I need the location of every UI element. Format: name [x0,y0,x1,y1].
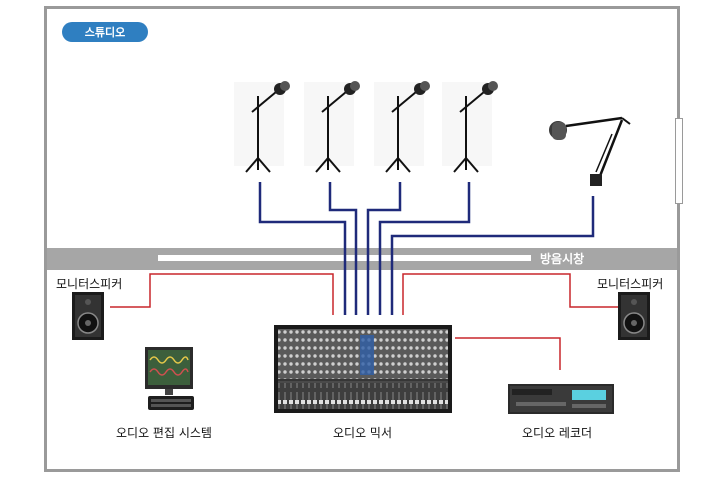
recorder-label: 오디오 레코더 [522,426,593,440]
studio-badge: 스튜디오 [62,22,148,42]
monitor-left-label: 모니터스피커 [56,277,123,291]
mic-cable-3 [366,182,402,315]
mic-stand-2 [304,81,360,173]
mic-cable-1 [258,182,347,315]
boom-arm-microphone [549,116,631,186]
mic-cables [258,182,595,315]
mic-cable-5 [390,196,595,315]
mic-cable-4 [378,182,471,315]
window-slot [675,118,683,204]
editing-system-label: 오디오 편집 시스템 [116,426,212,440]
output-cables [110,273,618,370]
right-speaker-cable [402,273,618,315]
audio-recorder [508,384,614,414]
mic-stand-1 [234,81,290,173]
left-monitor-speaker [72,292,104,340]
mic-stand-3 [374,81,430,173]
left-speaker-cable [110,273,334,315]
mic-cable-2 [328,182,358,315]
audio-mixer [274,325,452,413]
monitor-right-label: 모니터스피커 [597,277,664,291]
soundproof-window-label: 방음시창 [540,252,585,266]
mixer-label: 오디오 믹서 [333,426,393,440]
mic-stand-4 [442,81,498,173]
right-monitor-speaker [618,292,650,340]
audio-editing-computer [145,347,194,410]
recorder-cable [455,337,561,370]
